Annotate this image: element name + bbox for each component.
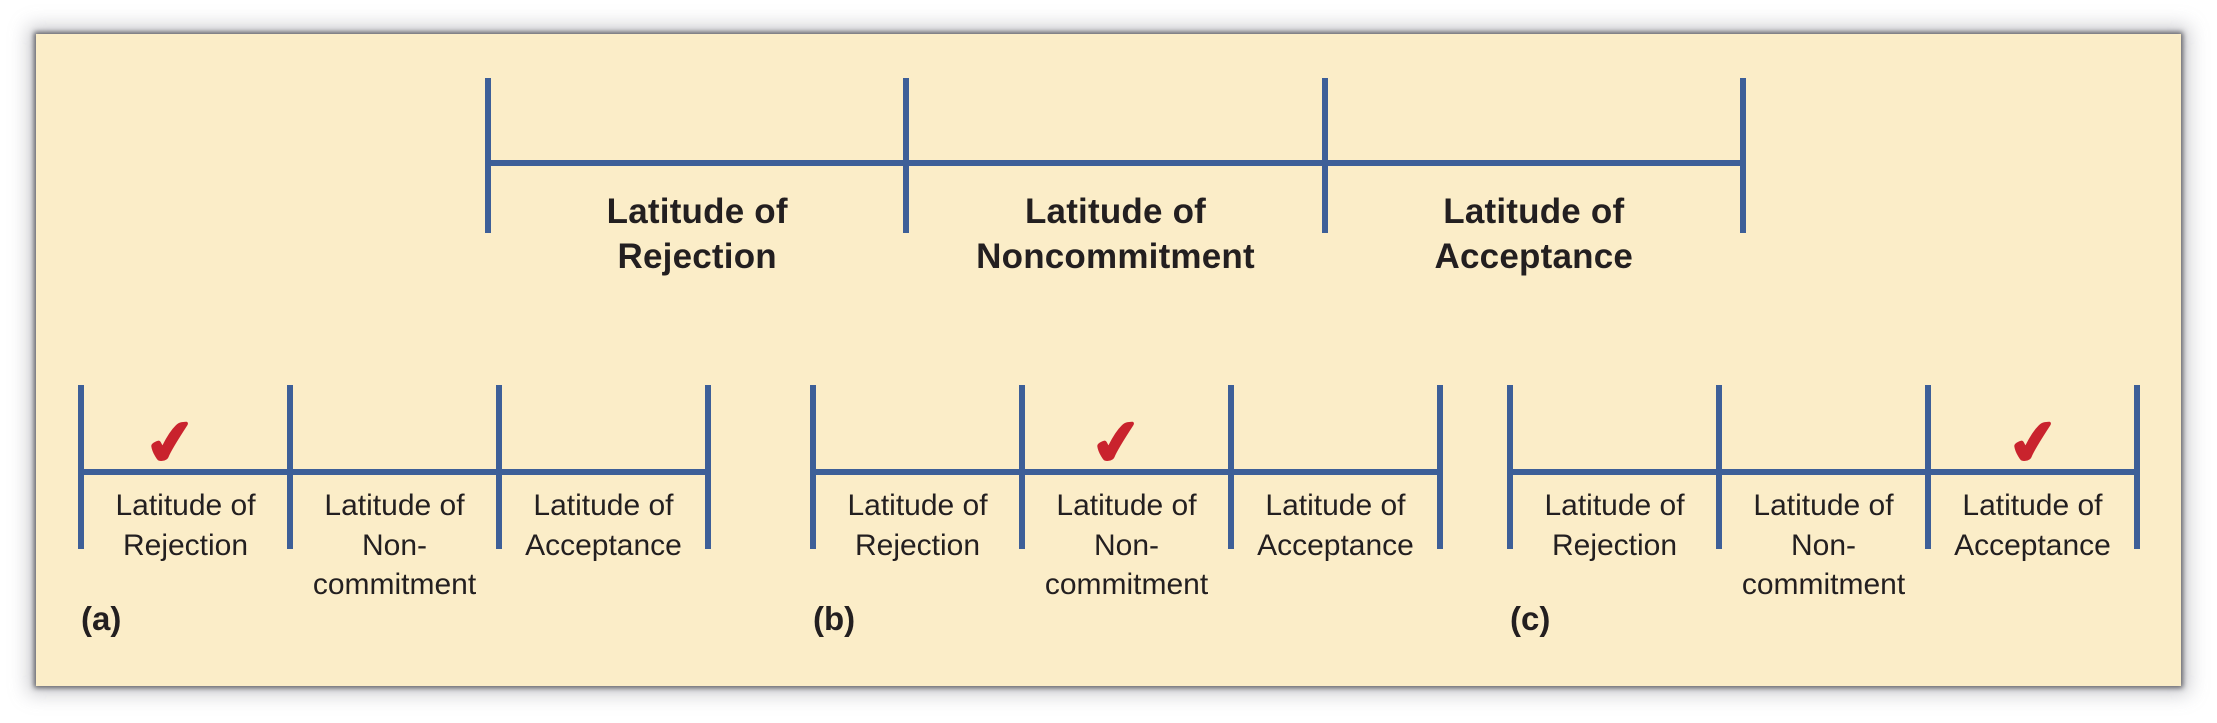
- scale-c: ✔ Latitude of Rejection Latitude of Non-…: [1507, 385, 2140, 601]
- tick-mark: [1321, 78, 1328, 233]
- scale-a-caption: (a): [81, 600, 122, 637]
- top-latitude-scale: Latitude of Rejection Latitude of Noncom…: [485, 78, 1746, 276]
- segment-label-acceptance: Latitude of Acceptance: [1257, 489, 1414, 562]
- segment-label-rejection: Latitude of Rejection: [115, 489, 256, 562]
- tick-mark: [485, 78, 491, 233]
- scale-baseline: [813, 469, 1440, 475]
- segment-label-rejection: Latitude of Rejection: [847, 489, 988, 562]
- tick-mark: [1715, 385, 1722, 549]
- figure-panel: [36, 34, 2181, 686]
- tick-mark: [1018, 385, 1025, 549]
- segment-label-rejection: Latitude of Rejection: [606, 192, 788, 276]
- checkmark-icon: ✔: [140, 405, 202, 482]
- tick-mark: [1437, 385, 1443, 549]
- scale-baseline: [81, 469, 708, 475]
- segment-label-noncommitment: Latitude of Non- commitment: [312, 489, 477, 602]
- tick-mark: [1740, 78, 1746, 233]
- scale-b: ✔ Latitude of Rejection Latitude of Non-…: [810, 385, 1443, 601]
- tick-mark: [1228, 385, 1235, 549]
- segment-label-acceptance: Latitude of Acceptance: [1434, 192, 1634, 276]
- scale-baseline: [488, 160, 1743, 166]
- segment-label-noncommitment: Latitude of Non- commitment: [1741, 489, 1906, 602]
- scale-baseline: [1510, 469, 2137, 475]
- tick-mark: [1507, 385, 1513, 549]
- scale-c-caption: (c): [1510, 600, 1551, 637]
- segment-label-noncommitment: Latitude of Non- commitment: [1044, 489, 1209, 602]
- tick-mark: [286, 385, 293, 549]
- tick-mark: [705, 385, 711, 549]
- segment-label-noncommitment: Latitude of Noncommitment: [976, 192, 1255, 276]
- tick-mark: [810, 385, 816, 549]
- checkmark-icon: ✔: [1086, 405, 1148, 482]
- tick-mark: [2134, 385, 2140, 549]
- tick-mark: [1925, 385, 1932, 549]
- scale-b-caption: (b): [813, 600, 856, 637]
- segment-label-rejection: Latitude of Rejection: [1544, 489, 1685, 562]
- tick-mark: [903, 78, 910, 233]
- scale-a: ✔ Latitude of Rejection Latitude of Non-…: [78, 385, 711, 601]
- checkmark-icon: ✔: [2002, 405, 2064, 482]
- segment-label-acceptance: Latitude of Acceptance: [525, 489, 682, 562]
- segment-label-acceptance: Latitude of Acceptance: [1954, 489, 2111, 562]
- tick-mark: [78, 385, 84, 549]
- tick-mark: [496, 385, 503, 549]
